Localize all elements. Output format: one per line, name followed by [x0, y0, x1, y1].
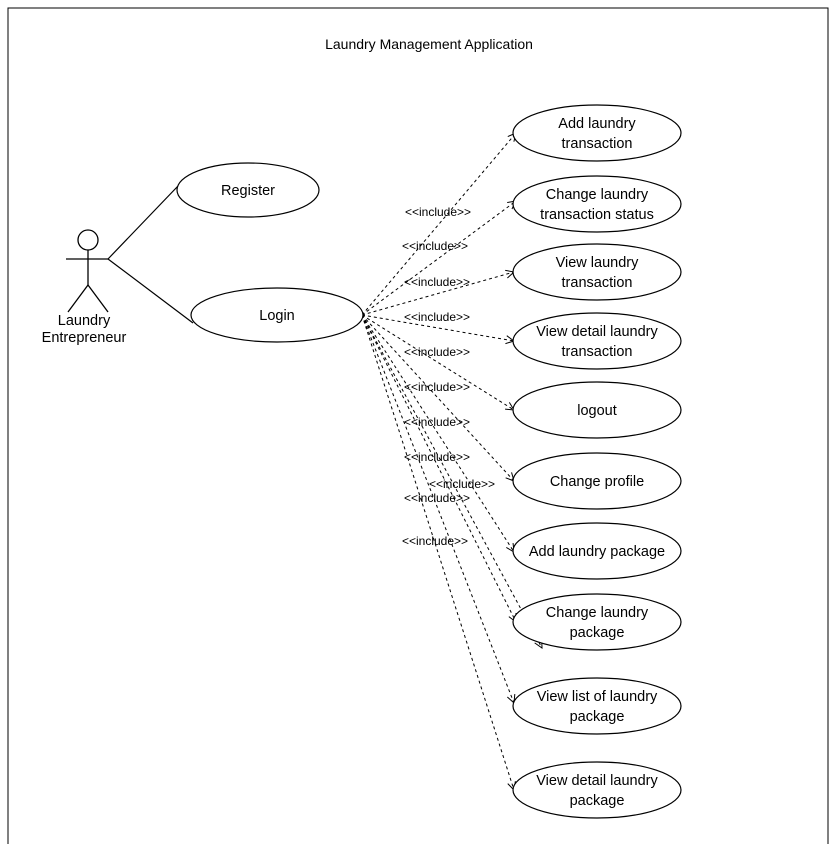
- actor-left-leg: [67, 284, 89, 313]
- use-case-label-line2: transaction: [562, 136, 633, 152]
- include-label: <<include>>: [404, 310, 470, 324]
- include-label: <<include>>: [404, 491, 470, 505]
- use-case-label: Change profile: [550, 474, 644, 490]
- use-case-change-transaction-status[interactable]: Change laundry transaction status: [512, 175, 682, 233]
- include-arrow-view-detail-package: [361, 314, 514, 790]
- actor-name-line2: Entrepreneur: [42, 330, 127, 346]
- use-case-label: logout: [577, 403, 617, 419]
- use-case-ellipse: [512, 522, 682, 580]
- use-case-ellipse: [512, 175, 682, 233]
- use-case-view-list-laundry-package[interactable]: View list of laundry package: [512, 677, 682, 735]
- use-case-label-line1: Change laundry: [546, 605, 649, 621]
- use-case-label: Register: [221, 183, 275, 199]
- use-case-label-line2: package: [570, 625, 625, 641]
- use-case-ellipse: [512, 761, 682, 819]
- use-case-view-detail-transaction[interactable]: View detail laundry transaction: [512, 312, 682, 370]
- use-case-ellipse: [512, 677, 682, 735]
- include-label: <<include>>: [404, 275, 470, 289]
- include-relations: [361, 133, 542, 790]
- use-case-label-line2: transaction: [562, 275, 633, 291]
- use-case-label: Login: [259, 308, 294, 324]
- use-case-ellipse: [512, 104, 682, 162]
- include-label: <<include>>: [404, 415, 470, 429]
- diagram-title: Laundry Management Application: [325, 36, 533, 52]
- use-case-ellipse: [512, 312, 682, 370]
- use-case-label-line1: Add laundry: [558, 116, 636, 132]
- include-arrow-view-detail-transaction: [361, 314, 514, 341]
- use-case-register[interactable]: Register: [176, 162, 320, 218]
- use-case-label: Add laundry package: [529, 544, 665, 560]
- use-case-label-line2: package: [570, 793, 625, 809]
- include-label: <<include>>: [429, 477, 495, 491]
- include-arrow-add-transaction: [361, 133, 516, 316]
- use-case-logout[interactable]: logout: [512, 381, 682, 439]
- use-case-change-profile[interactable]: Change profile: [512, 452, 682, 510]
- use-case-label-line1: View list of laundry: [537, 689, 658, 705]
- actor-head: [77, 229, 99, 251]
- system-boundary: [7, 7, 829, 844]
- use-case-change-laundry-package[interactable]: Change laundry package: [512, 593, 682, 651]
- use-case-ellipse: [512, 452, 682, 510]
- use-case-label-line1: View detail laundry: [536, 773, 658, 789]
- use-case-add-laundry-transaction[interactable]: Add laundry transaction: [512, 104, 682, 162]
- use-case-label-line1: View laundry: [556, 255, 640, 271]
- include-label: <<include>>: [402, 534, 468, 548]
- use-case-label-line2: package: [570, 709, 625, 725]
- actor-laundry-entrepreneur[interactable]: Laundry Entrepreneur: [42, 229, 127, 346]
- include-arrow-change-status: [361, 201, 516, 316]
- use-case-view-detail-laundry-package[interactable]: View detail laundry package: [512, 761, 682, 819]
- association-register: [107, 185, 179, 260]
- actor-right-leg: [87, 284, 109, 313]
- include-label: <<include>>: [404, 380, 470, 394]
- use-case-login[interactable]: Login: [190, 287, 364, 343]
- include-label: <<include>>: [402, 239, 468, 253]
- include-arrow-add-package: [361, 314, 514, 552]
- use-case-ellipse: [512, 243, 682, 301]
- use-case-add-laundry-package[interactable]: Add laundry package: [512, 522, 682, 580]
- use-case-ellipse: [512, 381, 682, 439]
- use-case-label-line2: transaction status: [540, 207, 654, 223]
- association-login: [107, 258, 194, 324]
- include-arrow-change-profile: [361, 314, 514, 481]
- use-case-label-line2: transaction: [562, 344, 633, 360]
- use-case-label-line1: View detail laundry: [536, 324, 658, 340]
- include-label: <<include>>: [404, 345, 470, 359]
- include-arrow-view-transaction: [361, 272, 514, 316]
- use-case-ellipse: [176, 162, 320, 218]
- include-label: <<include>>: [405, 205, 471, 219]
- use-case-ellipse: [190, 287, 364, 343]
- include-label: <<include>>: [404, 450, 470, 464]
- include-labels: <<include>> <<include>> <<include>> <<in…: [402, 205, 495, 548]
- use-case-label-line1: Change laundry: [546, 187, 649, 203]
- actor-name-line1: Laundry: [58, 313, 111, 329]
- use-case-view-laundry-transaction[interactable]: View laundry transaction: [512, 243, 682, 301]
- use-case-ellipse: [512, 593, 682, 651]
